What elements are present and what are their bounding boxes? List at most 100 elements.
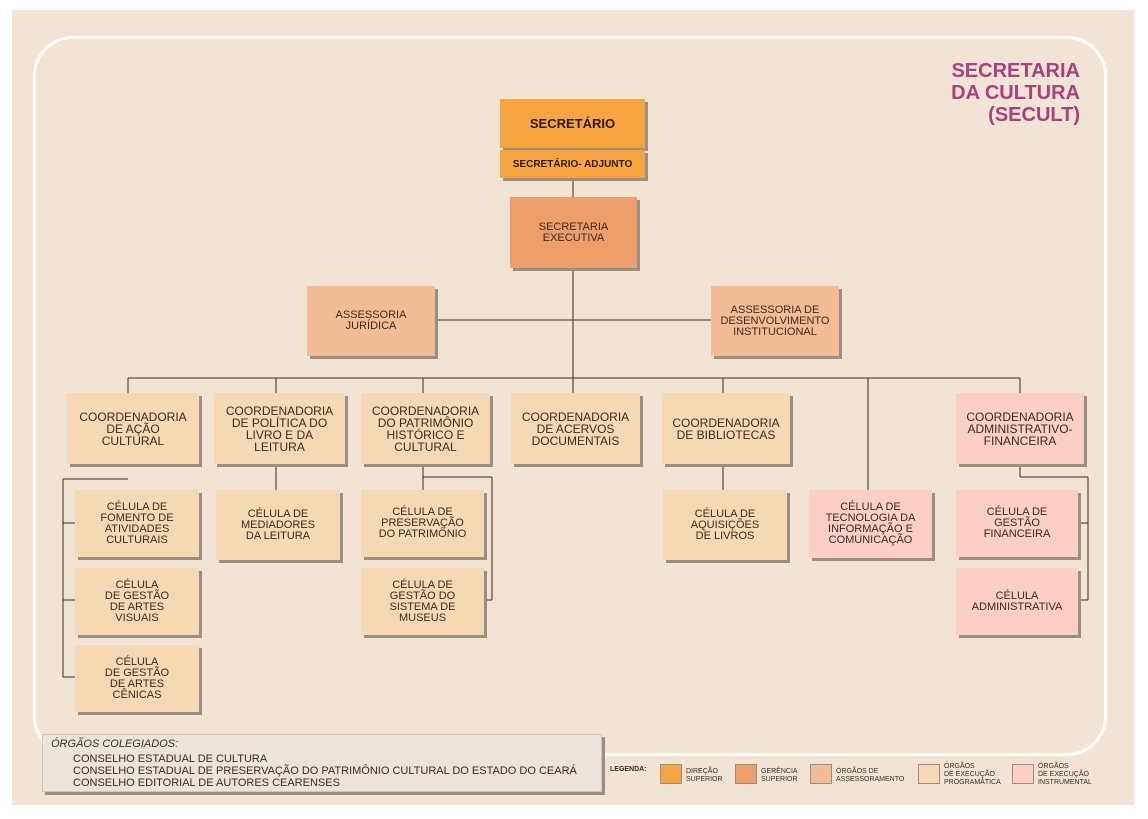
node-line: CÉLULA DE bbox=[694, 507, 756, 520]
node-line: CÉLULA bbox=[995, 589, 1039, 602]
node-line: CÉLULA DE bbox=[392, 578, 453, 591]
legend-line: SUPERIOR bbox=[761, 776, 798, 783]
legend-line: INSTRUMENTAL bbox=[1038, 779, 1092, 786]
node-cel-mediadores: CÉLULA DE MEDIADORES DA LEITURA bbox=[216, 490, 340, 560]
node-cel-preservacao: CÉLULA DE PRESERVAÇÃO DO PATRIMÔNIO bbox=[361, 490, 484, 557]
node-coord-acao-cultural: COORDENADORIA DE AÇÃO CULTURAL bbox=[67, 393, 199, 464]
legend-label-programatica: ÓRGÃOS DE EXECUÇÃO PROGRAMÁTICA bbox=[944, 763, 1001, 787]
node-line: CULTURAL bbox=[101, 433, 165, 448]
legend-line: ASSESSORAMENTO bbox=[836, 776, 905, 783]
node-line: FINANCEIRA bbox=[983, 433, 1057, 448]
node-line: CÉLULA bbox=[115, 655, 159, 668]
node-coord-politica-livro: COORDENADORIA DE POLÍTICA DO LIVRO E DA … bbox=[214, 393, 345, 464]
node-line: CÉLULA DE bbox=[106, 500, 168, 513]
legend-label-assessoramento: ÓRGÃOS DE ASSESSORAMENTO bbox=[836, 768, 904, 784]
node-coord-adm-financeira: COORDENADORIA ADMINISTRATIVO- FINANCEIRA bbox=[956, 393, 1084, 464]
node-line: GESTÃO DO bbox=[389, 589, 456, 602]
legend-swatch-programatica bbox=[918, 764, 940, 784]
node-line: TECNOLOGIA DA bbox=[825, 512, 916, 524]
node-line: COORDENADORIA bbox=[966, 409, 1074, 424]
node-line: CÉLULA DE bbox=[247, 507, 309, 520]
node-line: JURÍDICA bbox=[345, 320, 397, 332]
node-line: DOCUMENTAIS bbox=[531, 433, 620, 448]
legend-swatch-direcao bbox=[660, 764, 682, 784]
node-coord-bibliotecas: COORDENADORIA DE BIBLIOTECAS bbox=[662, 393, 790, 464]
legend-label-instrumental: ÓRGÃOS DE EXECUÇÃO INSTRUMENTAL bbox=[1038, 763, 1092, 787]
node-cel-artes-visuais: CÉLULA DE GESTÃO DE ARTES VISUAIS bbox=[75, 568, 199, 635]
node-line: DE POLÍTICA DO bbox=[231, 415, 328, 430]
node-line: FOMENTO DE bbox=[100, 511, 174, 524]
node-cel-artes-cenicas: CÉLULA DE GESTÃO DE ARTES CÊNICAS bbox=[75, 645, 199, 712]
node-line: EXECUTIVA bbox=[542, 231, 605, 244]
page-title: SECRETARIA DA CULTURA (SECULT) bbox=[900, 60, 1080, 126]
legend-label-gerencia: GERÊNCIA SUPERIOR bbox=[761, 768, 798, 784]
title-line: SECRETARIA bbox=[951, 60, 1080, 82]
legend-line: DE EXECUÇÃO bbox=[944, 771, 995, 778]
node-line: COORDENADORIA bbox=[371, 403, 480, 418]
node-line: SECRETARIA bbox=[538, 220, 609, 233]
legend-line: PROGRAMÁTICA bbox=[944, 779, 1001, 786]
node-line: FINANCEIRA bbox=[983, 528, 1051, 540]
orgaos-colegiados-panel: ÓRGÃOS COLEGIADOS: CONSELHO ESTADUAL DE … bbox=[42, 734, 602, 792]
node-label: SECRETÁRIO- ADJUNTO bbox=[512, 158, 633, 170]
node-line: COORDENADORIA bbox=[521, 409, 630, 424]
legend-swatch-gerencia bbox=[735, 764, 757, 784]
node-line: ASSESSORIA DE bbox=[730, 303, 820, 316]
node-coord-acervos: COORDENADORIA DE ACERVOS DOCUMENTAIS bbox=[511, 393, 640, 464]
legend-swatch-instrumental bbox=[1012, 764, 1034, 784]
node-line: ATIVIDADES bbox=[104, 522, 170, 535]
node-line: VISUAIS bbox=[115, 611, 159, 624]
colegiado-item: CONSELHO ESTADUAL DE CULTURA bbox=[73, 753, 268, 765]
node-line: DE ACERVOS bbox=[536, 421, 615, 436]
node-line: GESTÃO bbox=[994, 517, 1040, 529]
node-line: DE BIBLIOTECAS bbox=[676, 427, 776, 442]
node-line: ADMINISTRATIVA bbox=[971, 600, 1063, 613]
node-cel-fomento: CÉLULA DE FOMENTO DE ATIVIDADES CULTURAI… bbox=[75, 490, 199, 557]
node-line: MEDIADORES bbox=[241, 518, 315, 531]
node-assessoria-desenvolvimento: ASSESSORIA DE DESENVOLVIMENTO INSTITUCIO… bbox=[711, 286, 839, 356]
node-line: DE ARTES bbox=[109, 600, 165, 613]
node-line: INSTITUCIONAL bbox=[733, 325, 817, 338]
legend-swatch-assessoramento bbox=[810, 764, 832, 784]
colegiado-item: CONSELHO EDITORIAL DE AUTORES CEARENSES bbox=[73, 777, 340, 789]
node-line: DE LIVROS bbox=[695, 529, 755, 542]
node-line: COMUNICAÇÃO bbox=[828, 534, 913, 546]
node-line: DE GESTÃO bbox=[104, 666, 170, 679]
node-line: HISTÓRICO E bbox=[386, 427, 465, 442]
node-secretario: SECRETÁRIO bbox=[500, 99, 645, 148]
node-line: CULTURAL bbox=[394, 439, 457, 454]
node-line: DESENVOLVIMENTO bbox=[720, 314, 830, 327]
legend-line: SUPERIOR bbox=[686, 776, 723, 783]
colegiados-title: ÓRGÃOS COLEGIADOS: bbox=[51, 738, 179, 750]
node-line: LIVRO E DA bbox=[245, 427, 314, 442]
node-line: CÊNICAS bbox=[112, 688, 162, 701]
node-cel-museus: CÉLULA DE GESTÃO DO SISTEMA DE MUSEUS bbox=[361, 568, 484, 635]
node-secretario-adjunto: SECRETÁRIO- ADJUNTO bbox=[500, 150, 645, 178]
legend-line: GERÊNCIA bbox=[761, 768, 798, 775]
node-coord-patrimonio: COORDENADORIA DO PATRIMÔNIO HISTÓRICO E … bbox=[361, 393, 490, 464]
node-line: DO PATRIMÔNIO bbox=[378, 528, 467, 540]
legend-title: LEGENDA: bbox=[610, 766, 647, 773]
node-line: CULTURAIS bbox=[106, 533, 168, 546]
node-line: DE GESTÃO bbox=[104, 589, 170, 602]
node-line: CÉLULA DE bbox=[392, 506, 453, 518]
node-line: COORDENADORIA bbox=[672, 415, 780, 430]
node-line: MUSEUS bbox=[398, 611, 447, 624]
node-line: COORDENADORIA bbox=[79, 409, 187, 424]
node-line: LEITURA bbox=[254, 439, 305, 454]
node-line: PRESERVAÇÃO bbox=[381, 517, 464, 529]
title-line: DA CULTURA bbox=[951, 82, 1080, 104]
legend-line: DE EXECUÇÃO bbox=[1038, 771, 1089, 778]
node-line: CÉLULA DE bbox=[986, 506, 1048, 518]
node-line: ADMINISTRATIVO- bbox=[967, 421, 1073, 436]
node-cel-gestao-financeira: CÉLULA DE GESTÃO FINANCEIRA bbox=[956, 490, 1078, 557]
node-line: CÉLULA bbox=[115, 578, 159, 591]
node-cel-aquisicoes: CÉLULA DE AQUISIÇÕES DE LIVROS bbox=[663, 490, 787, 560]
title-line: (SECULT) bbox=[988, 104, 1080, 126]
legend-label-direcao: DIREÇÃO SUPERIOR bbox=[686, 768, 723, 784]
legend-line: ÓRGÃOS DE bbox=[836, 768, 879, 775]
node-line: COORDENADORIA bbox=[225, 403, 334, 418]
colegiado-item: CONSELHO ESTADUAL DE PRESERVAÇÃO DO PATR… bbox=[73, 765, 577, 777]
legend-line: ÓRGÃOS bbox=[1038, 763, 1069, 770]
